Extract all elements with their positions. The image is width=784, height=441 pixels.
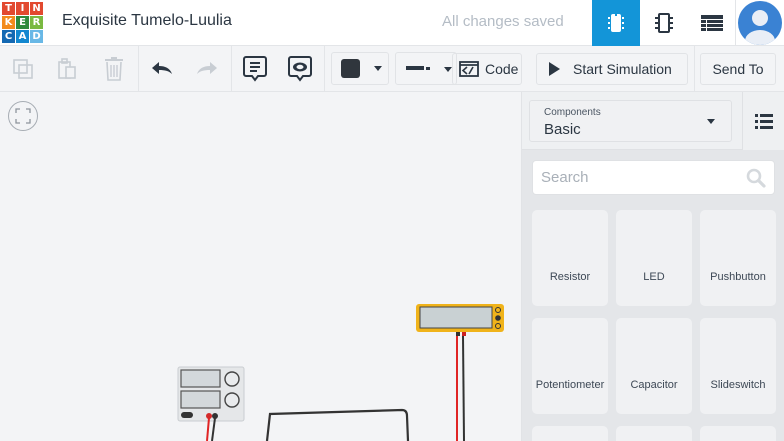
multimeter[interactable] <box>416 304 504 441</box>
code-icon <box>459 61 479 77</box>
notes-button[interactable] <box>240 54 270 84</box>
delete-button[interactable] <box>99 54 129 84</box>
component-tile-slideswitch[interactable]: Slideswitch <box>700 318 776 414</box>
circuit-view-button[interactable] <box>592 0 640 46</box>
toolbar-divider <box>231 46 232 92</box>
header: T I N K E R C A D Exquisite Tumelo-Luuli… <box>0 0 784 46</box>
logo-letter: R <box>30 16 43 29</box>
toolbar-divider <box>138 46 139 92</box>
tile-label: Pushbutton <box>710 271 766 283</box>
start-simulation-label: Start Simulation <box>573 61 672 77</box>
component-tile[interactable] <box>700 426 776 441</box>
copy-icon <box>13 59 33 79</box>
list-view-button[interactable] <box>742 92 784 150</box>
fit-view-icon <box>15 108 31 124</box>
send-to-label: Send To <box>712 61 764 77</box>
chevron-down-icon <box>444 67 452 72</box>
tinkercad-logo[interactable]: T I N K E R C A D <box>2 2 44 44</box>
redo-button[interactable] <box>192 54 222 84</box>
component-list-view-button[interactable] <box>688 0 736 46</box>
user-avatar[interactable] <box>738 1 782 45</box>
component-tile-potentiometer[interactable]: Potentiometer <box>532 318 608 414</box>
note-eye-icon <box>288 56 312 82</box>
logo-letter: I <box>16 2 29 15</box>
logo-letter: N <box>30 2 43 15</box>
search-input[interactable] <box>541 161 741 194</box>
logo-letter: A <box>16 30 29 43</box>
list-icon <box>755 113 773 129</box>
component-tile[interactable] <box>532 426 608 441</box>
logo-letter: E <box>16 16 29 29</box>
wire-color-picker[interactable] <box>331 52 389 85</box>
components-panel: Components Basic Resistor LED <box>521 92 784 441</box>
schematic-view-button[interactable] <box>640 0 688 46</box>
component-tile-led[interactable]: LED <box>616 210 692 306</box>
circuit-drawing <box>177 304 504 441</box>
component-tile-resistor[interactable]: Resistor <box>532 210 608 306</box>
undo-button[interactable] <box>147 54 177 84</box>
chevron-down-icon <box>374 66 382 71</box>
wire-type-picker[interactable] <box>395 52 457 85</box>
components-dropdown[interactable]: Components Basic <box>529 100 732 142</box>
tile-label: Potentiometer <box>535 379 605 391</box>
undo-icon <box>152 62 172 74</box>
header-divider <box>735 0 736 46</box>
copy-button[interactable] <box>8 54 38 84</box>
save-status: All changes saved <box>442 13 564 30</box>
search-icon[interactable] <box>746 168 766 188</box>
tile-label: Slideswitch <box>710 379 766 391</box>
breadboard-chip-icon <box>608 14 624 32</box>
code-button[interactable]: Code <box>452 53 522 85</box>
code-label: Code <box>485 61 519 77</box>
component-tile-pushbutton[interactable]: Pushbutton <box>700 210 776 306</box>
notes-visibility-button[interactable] <box>285 54 315 84</box>
tile-label: Capacitor <box>630 379 678 391</box>
paste-button[interactable] <box>52 54 82 84</box>
wire <box>265 408 410 441</box>
tile-label: LED <box>643 271 665 283</box>
chevron-down-icon <box>707 119 715 124</box>
note-icon <box>243 56 267 82</box>
logo-letter: D <box>30 30 43 43</box>
zoom-to-fit-button[interactable] <box>8 101 38 131</box>
component-tile-capacitor[interactable]: Capacitor <box>616 318 692 414</box>
color-swatch <box>341 59 360 78</box>
logo-letter: T <box>2 2 15 15</box>
component-tile[interactable] <box>616 426 692 441</box>
wire-style-dash <box>426 67 430 70</box>
send-to-button[interactable]: Send To <box>700 53 776 85</box>
project-title[interactable]: Exquisite Tumelo-Luulia <box>62 12 232 29</box>
components-value: Basic <box>544 121 581 138</box>
logo-letter: C <box>2 30 15 43</box>
wire-style-icon <box>406 66 424 70</box>
redo-icon <box>197 62 217 74</box>
tile-label: Resistor <box>549 271 591 283</box>
search-box <box>532 160 775 195</box>
circuit-canvas[interactable] <box>0 92 521 441</box>
play-icon <box>549 62 560 76</box>
components-label: Components <box>544 107 601 118</box>
toolbar: Code Start Simulation Send To <box>0 46 784 92</box>
trash-icon <box>105 57 123 81</box>
toolbar-divider <box>694 46 695 92</box>
start-simulation-button[interactable]: Start Simulation <box>536 53 688 85</box>
table-icon <box>701 15 723 31</box>
logo-letter: K <box>2 16 15 29</box>
user-icon <box>745 10 775 45</box>
chip-outline-icon <box>655 13 673 33</box>
toolbar-divider <box>324 46 325 92</box>
paste-icon <box>58 58 76 79</box>
power-supply[interactable] <box>177 366 245 441</box>
